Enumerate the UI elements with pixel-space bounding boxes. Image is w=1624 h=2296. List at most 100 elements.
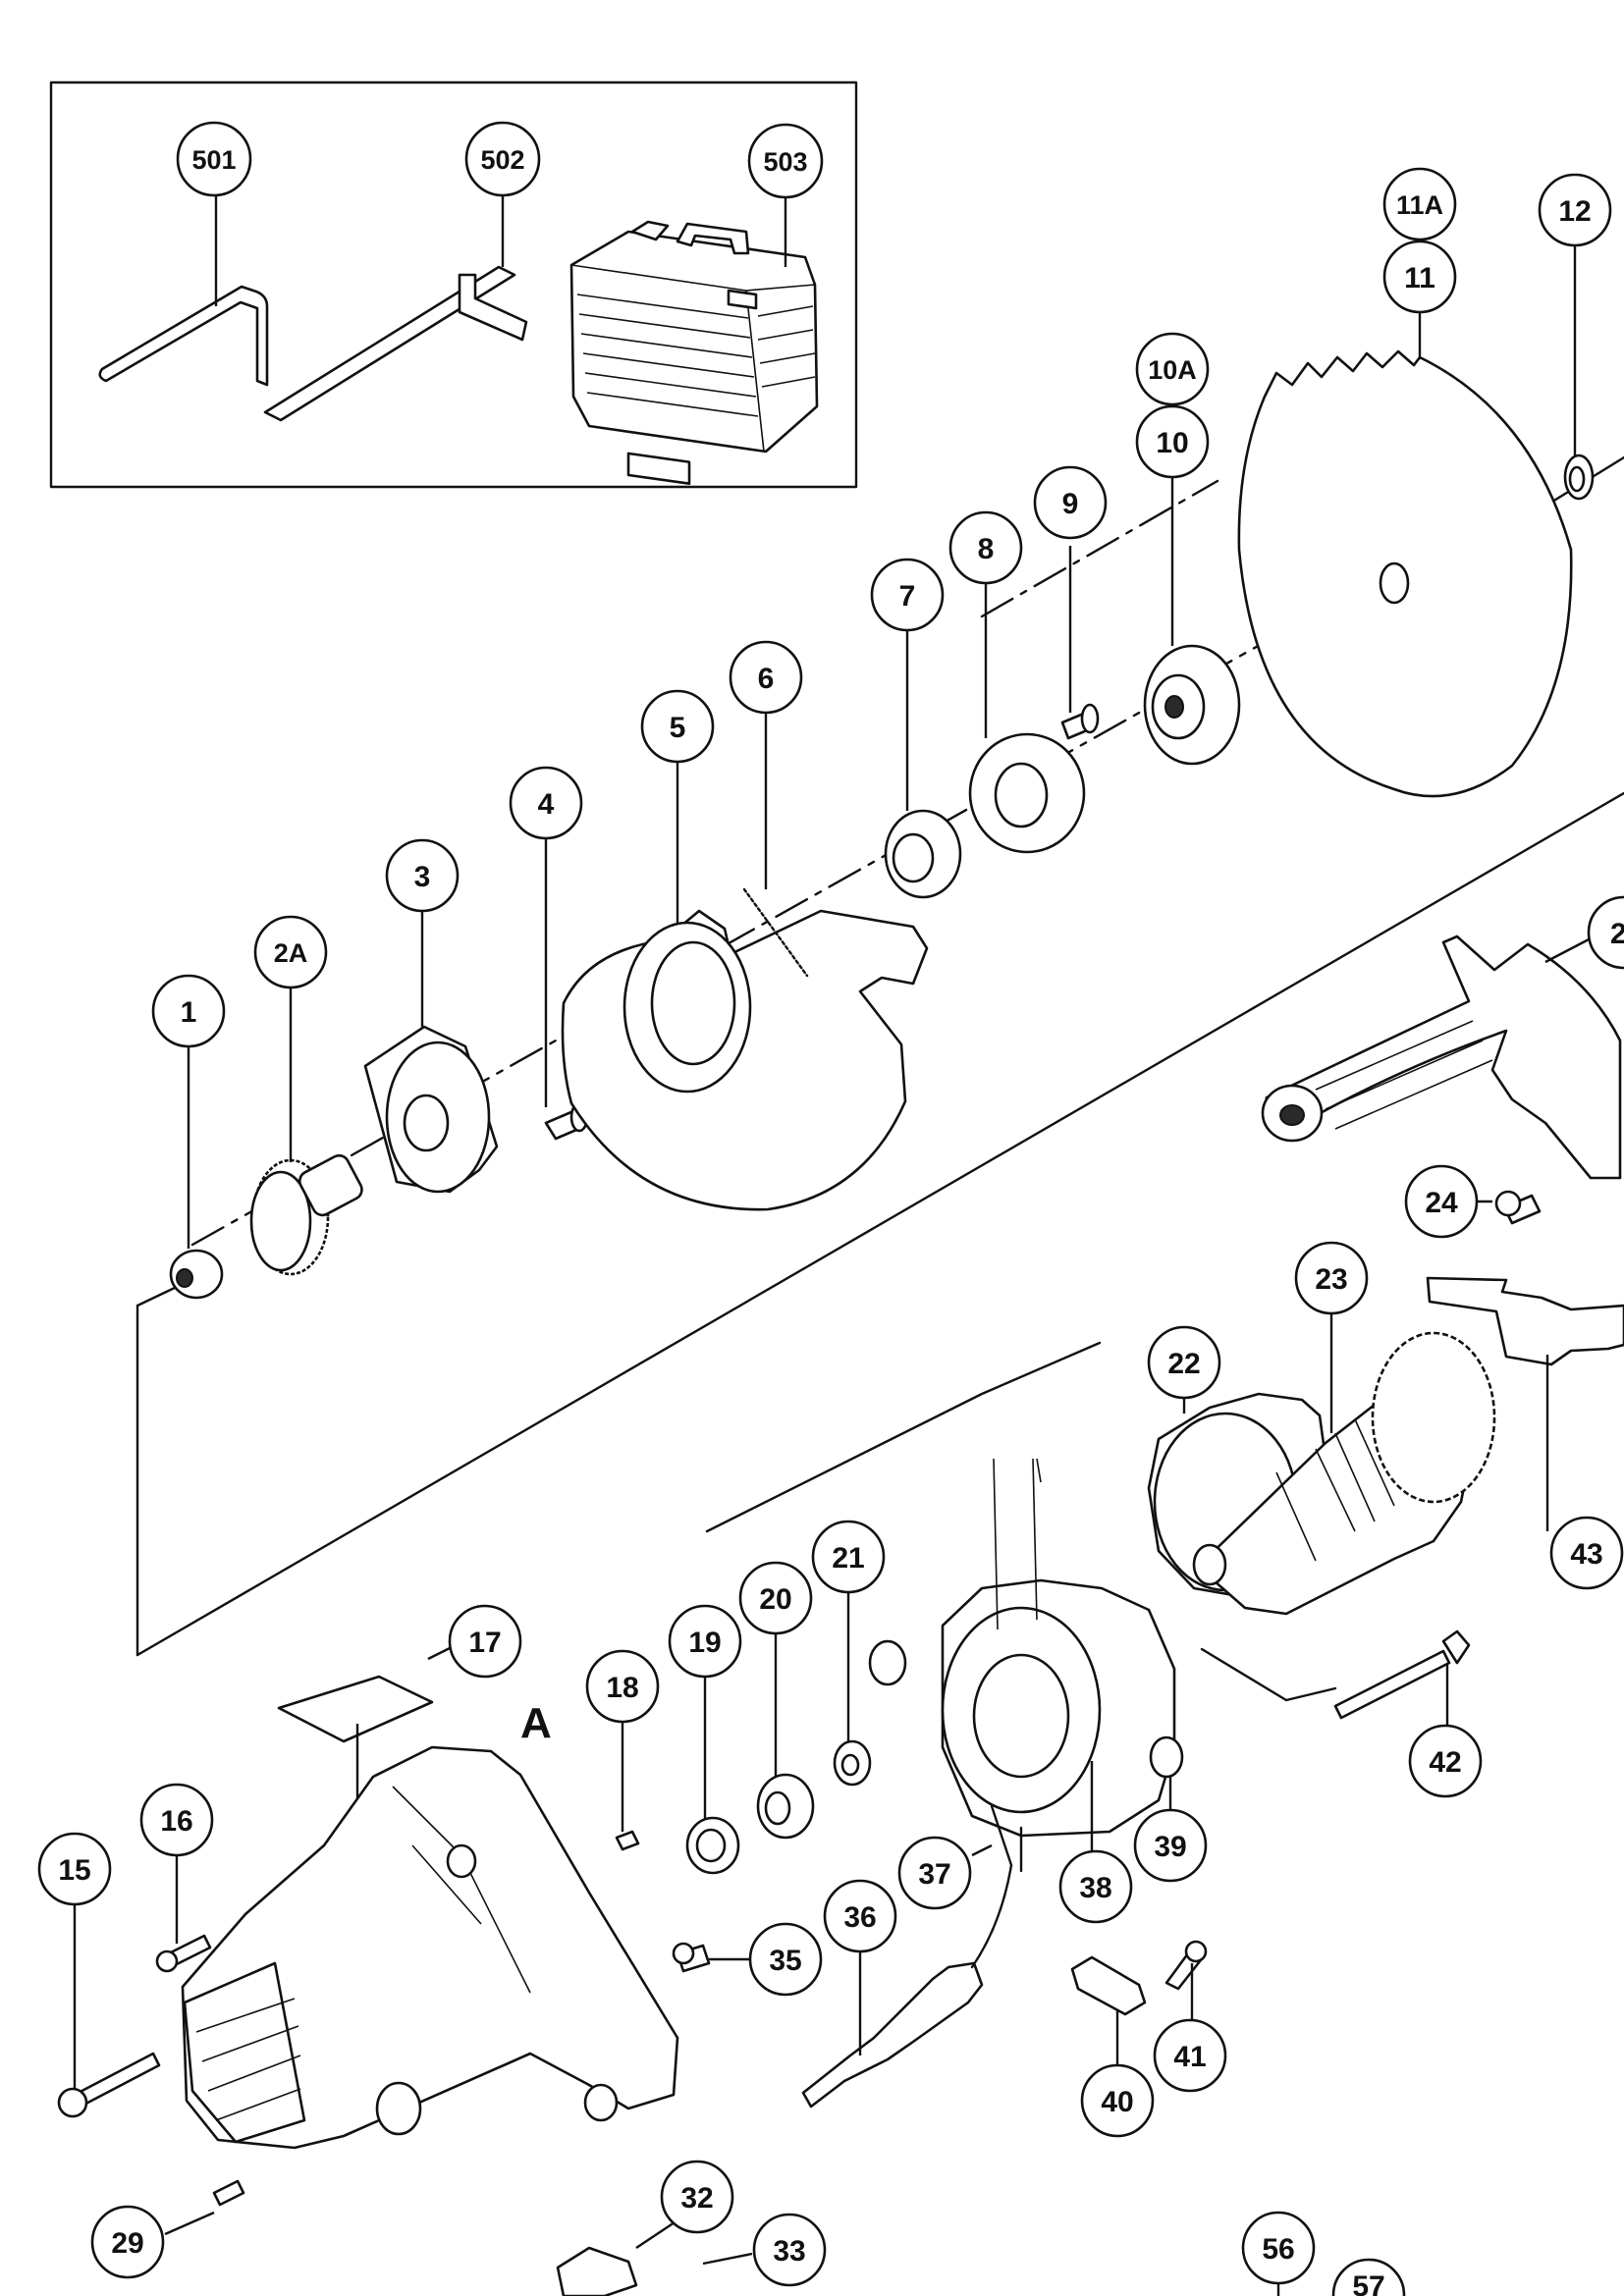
callout-38: 38 — [1058, 1849, 1133, 1924]
cord-armor-36 — [801, 1863, 1013, 2109]
svg-text:503: 503 — [763, 147, 807, 177]
svg-text:24: 24 — [1425, 1187, 1458, 1219]
brush-holder-43 — [1426, 1276, 1624, 1531]
svg-text:4: 4 — [538, 788, 555, 821]
callout-5: 5 — [640, 689, 715, 764]
callout-503: 503 — [747, 123, 824, 199]
callout-40: 40 — [1080, 2063, 1155, 2138]
callout-36: 36 — [823, 1879, 897, 1953]
motor-housing — [181, 1745, 679, 2150]
svg-text:10A: 10A — [1148, 355, 1197, 385]
screw-9 — [1060, 546, 1100, 740]
svg-text:17: 17 — [468, 1627, 501, 1659]
callout-17: 17 — [448, 1604, 522, 1679]
callout-41: 41 — [1153, 2018, 1227, 2093]
svg-text:33: 33 — [773, 2235, 805, 2268]
callout-39: 39 — [1133, 1808, 1208, 1883]
callout-19: 19 — [668, 1604, 742, 1679]
wrench-502 — [263, 185, 528, 422]
svg-text:22: 22 — [1167, 1348, 1200, 1380]
svg-text:16: 16 — [160, 1805, 192, 1838]
callout-18: 18 — [585, 1649, 660, 1724]
svg-text:18: 18 — [606, 1672, 638, 1704]
svg-text:35: 35 — [769, 1945, 801, 1977]
svg-text:2A: 2A — [274, 938, 308, 968]
svg-text:8: 8 — [978, 533, 995, 565]
svg-text:39: 39 — [1154, 1831, 1186, 1863]
inset-frame — [49, 80, 858, 489]
screw-29 — [164, 2179, 245, 2236]
svg-text:40: 40 — [1101, 2086, 1133, 2118]
svg-text:15: 15 — [58, 1854, 90, 1887]
svg-text:7: 7 — [899, 580, 916, 613]
callout-33: 33 — [752, 2213, 827, 2287]
stator-38 — [941, 1458, 1176, 1855]
svg-text:43: 43 — [1570, 1538, 1602, 1571]
svg-text:25: 25 — [1610, 918, 1624, 950]
view-label-A: A — [520, 1699, 552, 1747]
svg-text:29: 29 — [111, 2227, 143, 2260]
svg-text:41: 41 — [1173, 2041, 1206, 2073]
svg-text:57: 57 — [1352, 2270, 1384, 2296]
callout-21: 21 — [811, 1520, 886, 1594]
callout-24: 24 — [1404, 1164, 1479, 1239]
svg-text:23: 23 — [1315, 1263, 1347, 1296]
callout-3: 3 — [385, 838, 460, 913]
bearing-housing-3 — [363, 903, 499, 1194]
washer-21 — [833, 1582, 872, 1787]
spring-6 — [742, 703, 809, 978]
svg-text:5: 5 — [670, 712, 686, 744]
callout-10A: 10A — [1135, 332, 1210, 406]
callout-502: 502 — [464, 121, 541, 197]
callout-2A: 2A — [253, 915, 328, 989]
svg-text:1: 1 — [181, 996, 197, 1029]
callout-20: 20 — [738, 1561, 813, 1635]
svg-text:501: 501 — [191, 145, 236, 175]
callout-8: 8 — [948, 510, 1023, 585]
callout-12: 12 — [1538, 173, 1612, 247]
svg-text:6: 6 — [758, 663, 775, 695]
washer-19 — [685, 1669, 740, 1875]
callout-43: 43 — [1549, 1516, 1624, 1590]
callout-10: 10 — [1135, 404, 1210, 479]
svg-text:10: 10 — [1156, 427, 1188, 459]
blade-guard-5 — [561, 756, 929, 1211]
callout-37: 37 — [897, 1836, 972, 1910]
pin-18 — [615, 1718, 640, 1851]
svg-text:56: 56 — [1262, 2233, 1294, 2266]
callout-56: 56 — [1241, 2211, 1316, 2285]
plate-8 — [968, 581, 1086, 854]
screw-35 — [672, 1942, 750, 1973]
washer-12 — [1563, 234, 1595, 501]
callout-35: 35 — [748, 1922, 823, 1997]
accessory-inset — [49, 80, 858, 489]
callout-6: 6 — [729, 640, 803, 715]
callout-501: 501 — [176, 121, 252, 197]
svg-text:12: 12 — [1558, 195, 1591, 228]
callout-9: 9 — [1033, 465, 1108, 540]
svg-text:20: 20 — [759, 1583, 791, 1616]
callout-4: 4 — [509, 766, 583, 840]
saw-blade-11 — [1237, 310, 1573, 798]
svg-text:9: 9 — [1062, 488, 1079, 520]
svg-text:42: 42 — [1429, 1746, 1461, 1779]
callout-32: 32 — [660, 2160, 734, 2234]
wire-37 — [971, 1804, 1023, 1873]
svg-text:38: 38 — [1079, 1872, 1111, 1904]
callout-42: 42 — [1408, 1724, 1483, 1798]
svg-text:502: 502 — [480, 145, 524, 175]
callout-23: 23 — [1294, 1241, 1369, 1315]
washer-1 — [169, 1044, 224, 1300]
hex-key-501 — [98, 183, 269, 387]
screw-41 — [1164, 1940, 1208, 2026]
callout-29: 29 — [90, 2205, 165, 2279]
svg-text:11: 11 — [1404, 262, 1435, 294]
flange-10 — [1143, 467, 1241, 766]
bearing-20 — [756, 1624, 815, 1840]
bearing-7 — [884, 624, 962, 899]
svg-text:36: 36 — [843, 1901, 876, 1934]
cord-clip-40 — [1070, 1955, 1147, 2073]
ring-left — [868, 1639, 907, 1686]
callout-57: 57 — [1331, 2258, 1406, 2296]
